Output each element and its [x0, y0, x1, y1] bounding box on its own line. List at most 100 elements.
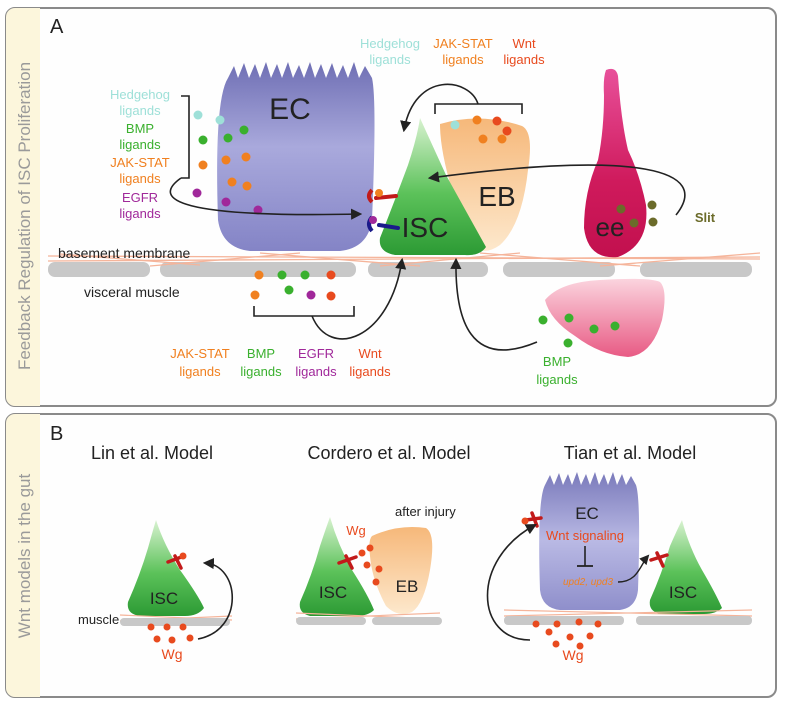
left-egfr-ligands: ligands	[119, 206, 161, 221]
top-wnt-ligands: ligands	[503, 52, 545, 67]
panel-b-letter: B	[50, 423, 63, 445]
left-jakstat-ligands: ligands	[119, 171, 161, 186]
ec-cell	[217, 62, 375, 251]
left-hedgehog-ligands: ligands	[119, 103, 161, 118]
top-wnt-label: Wnt	[512, 36, 536, 51]
ec-ligand-dots	[192, 110, 263, 215]
bottom-egfr-label: EGFR	[298, 346, 334, 361]
lin-arrow	[197, 557, 233, 640]
isc-cell	[379, 118, 486, 256]
vm-bmp-dots	[538, 313, 620, 348]
slit-arrow	[427, 164, 686, 216]
bottom-wnt-label: Wnt	[358, 346, 382, 361]
cordero-wnt-receptor	[337, 554, 358, 570]
side-band-a	[6, 8, 40, 406]
tian-isc-label: ISC	[669, 583, 697, 602]
side-band-b	[6, 414, 40, 697]
eb-label: EB	[478, 181, 515, 212]
bottom-bracket	[253, 306, 355, 317]
vm-bmp-label: BMP	[543, 354, 571, 369]
tian-isc-cell	[649, 520, 722, 614]
bottom-bmp-ligands: ligands	[240, 364, 282, 379]
bottom-jakstat-label: JAK-STAT	[170, 346, 230, 361]
panel-a: Feedback Regulation of ISC Proliferation…	[5, 7, 777, 407]
ee-cell	[584, 68, 647, 258]
vm-bmp-ligands: ligands	[536, 372, 578, 387]
left-jakstat-label: JAK-STAT	[110, 155, 170, 170]
tian-ec-label: EC	[575, 504, 599, 523]
panel-b: Wnt models in the gut B Lin et al. Model…	[5, 413, 777, 698]
cordero-isc-label: ISC	[319, 583, 347, 602]
slit-dots	[616, 200, 658, 228]
lin-isc-label: ISC	[150, 589, 178, 608]
tian-isc-receptor	[649, 551, 669, 568]
tian-wg-dots	[532, 618, 602, 650]
cordero-wg-dots	[358, 544, 383, 586]
top-jakstat-label: JAK-STAT	[433, 36, 493, 51]
cordero-model: Cordero et al. Model after injury EB ISC…	[295, 443, 471, 625]
ee-label: ee	[596, 212, 625, 242]
cordero-title: Cordero et al. Model	[307, 443, 470, 463]
cordero-muscle-strip-1	[296, 617, 366, 625]
isc-red-receptor	[367, 188, 398, 204]
bottom-wnt-ligands: ligands	[349, 364, 391, 379]
tian-inhibition-symbol	[577, 546, 593, 567]
tian-upd-label: upd2, upd3	[563, 577, 613, 588]
lin-isc-cell	[127, 520, 204, 616]
left-bracket	[181, 95, 190, 179]
vm-arrow	[450, 257, 538, 351]
top-hedgehog-ligands: ligands	[369, 52, 411, 67]
cordero-isc-cell	[299, 517, 374, 616]
muscle-ligand-dots	[250, 270, 336, 301]
isc-label: ISC	[402, 212, 449, 243]
tian-wnt-signaling: Wnt signaling	[546, 528, 624, 543]
lin-wg-label: Wg	[162, 646, 183, 662]
tian-wg-label: Wg	[563, 647, 584, 663]
lin-wg-dots	[147, 623, 194, 644]
top-hedgehog-label: Hedgehog	[360, 36, 420, 51]
ec-label: EC	[269, 93, 311, 126]
bottom-jakstat-ligands: ligands	[179, 364, 221, 379]
tian-ec-bound-wg	[521, 517, 529, 525]
bottom-arrow	[311, 257, 407, 340]
bottom-egfr-ligands: ligands	[295, 364, 337, 379]
cordero-muscle-strip-2	[372, 617, 442, 625]
left-arrow	[169, 177, 363, 220]
left-hedgehog-label: Hedgehog	[110, 87, 170, 102]
tian-model: Tian et al. Model EC Wnt signaling upd2,…	[486, 443, 753, 663]
tian-upd-arrow	[617, 554, 650, 583]
left-egfr-label: EGFR	[122, 190, 158, 205]
tian-arrow	[486, 523, 537, 641]
tian-muscle-strip-1	[504, 616, 624, 625]
panel-a-letter: A	[50, 16, 64, 38]
cordero-eb-cell	[369, 527, 433, 614]
eb-ligand-dots	[450, 115, 512, 144]
panel-b-side-title: Wnt models in the gut	[15, 474, 34, 639]
top-bracket	[434, 103, 523, 114]
left-bmp-label: BMP	[126, 121, 154, 136]
tian-title: Tian et al. Model	[564, 443, 696, 463]
cordero-eb-label: EB	[396, 577, 419, 596]
lin-model: Lin et al. Model ISC muscle Wg	[78, 443, 233, 662]
left-bmp-ligands: ligands	[119, 137, 161, 152]
cordero-after-injury: after injury	[395, 504, 456, 519]
tian-muscle-strip-2	[636, 616, 752, 625]
lin-title: Lin et al. Model	[91, 443, 213, 463]
top-arrow	[400, 83, 479, 133]
visceral-muscle-cell	[545, 278, 665, 357]
top-jakstat-ligands: ligands	[442, 52, 484, 67]
cordero-wg-label: Wg	[346, 523, 366, 538]
tian-ec-cell	[539, 472, 640, 610]
lin-bound-wg	[179, 552, 187, 560]
lin-muscle-strip	[120, 618, 230, 626]
tian-ec-receptor	[524, 511, 543, 528]
visceral-muscle-label: visceral muscle	[84, 284, 180, 300]
slit-label: Slit	[695, 210, 716, 225]
lin-muscle-label: muscle	[78, 612, 119, 627]
basement-membrane-label: basement membrane	[58, 245, 191, 261]
panel-a-side-title: Feedback Regulation of ISC Proliferation	[15, 62, 34, 370]
isc-bound-ligand-orange	[375, 189, 383, 197]
isc-bound-ligand-purple	[369, 216, 377, 224]
bottom-bmp-label: BMP	[247, 346, 275, 361]
